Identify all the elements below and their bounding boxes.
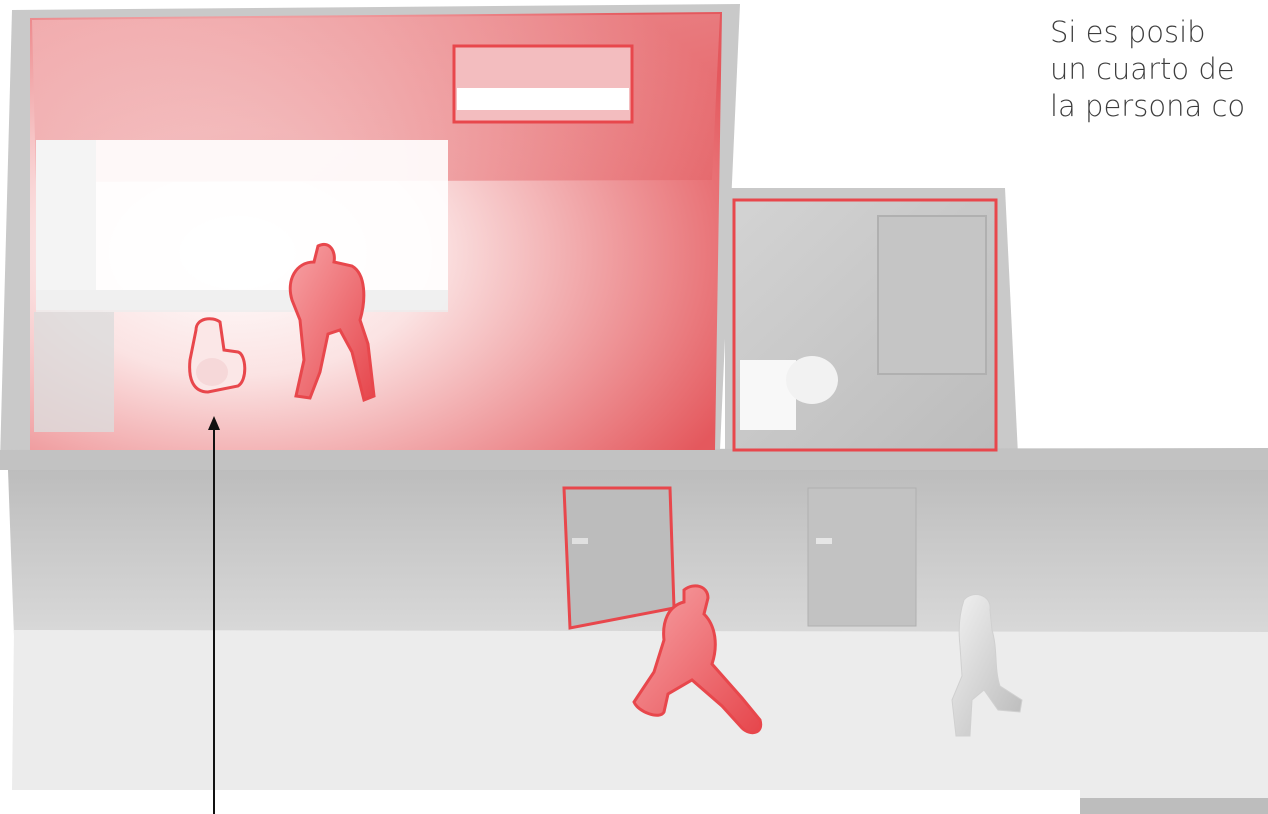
bed-headboard [36, 140, 96, 290]
toilet [786, 356, 838, 404]
window [454, 46, 632, 122]
bed [36, 140, 448, 310]
shower [878, 216, 986, 374]
caption-line: Si es posib [1050, 14, 1268, 51]
caption-line: la persona co [1050, 88, 1268, 125]
bathroom [734, 200, 996, 450]
sink [740, 360, 796, 430]
caption-text: Si es posib un cuarto de la persona co [1050, 14, 1268, 125]
second-door [808, 488, 916, 626]
nightstand [34, 312, 114, 432]
door-highlighted [564, 488, 674, 628]
caption-line: un cuarto de [1050, 51, 1268, 88]
